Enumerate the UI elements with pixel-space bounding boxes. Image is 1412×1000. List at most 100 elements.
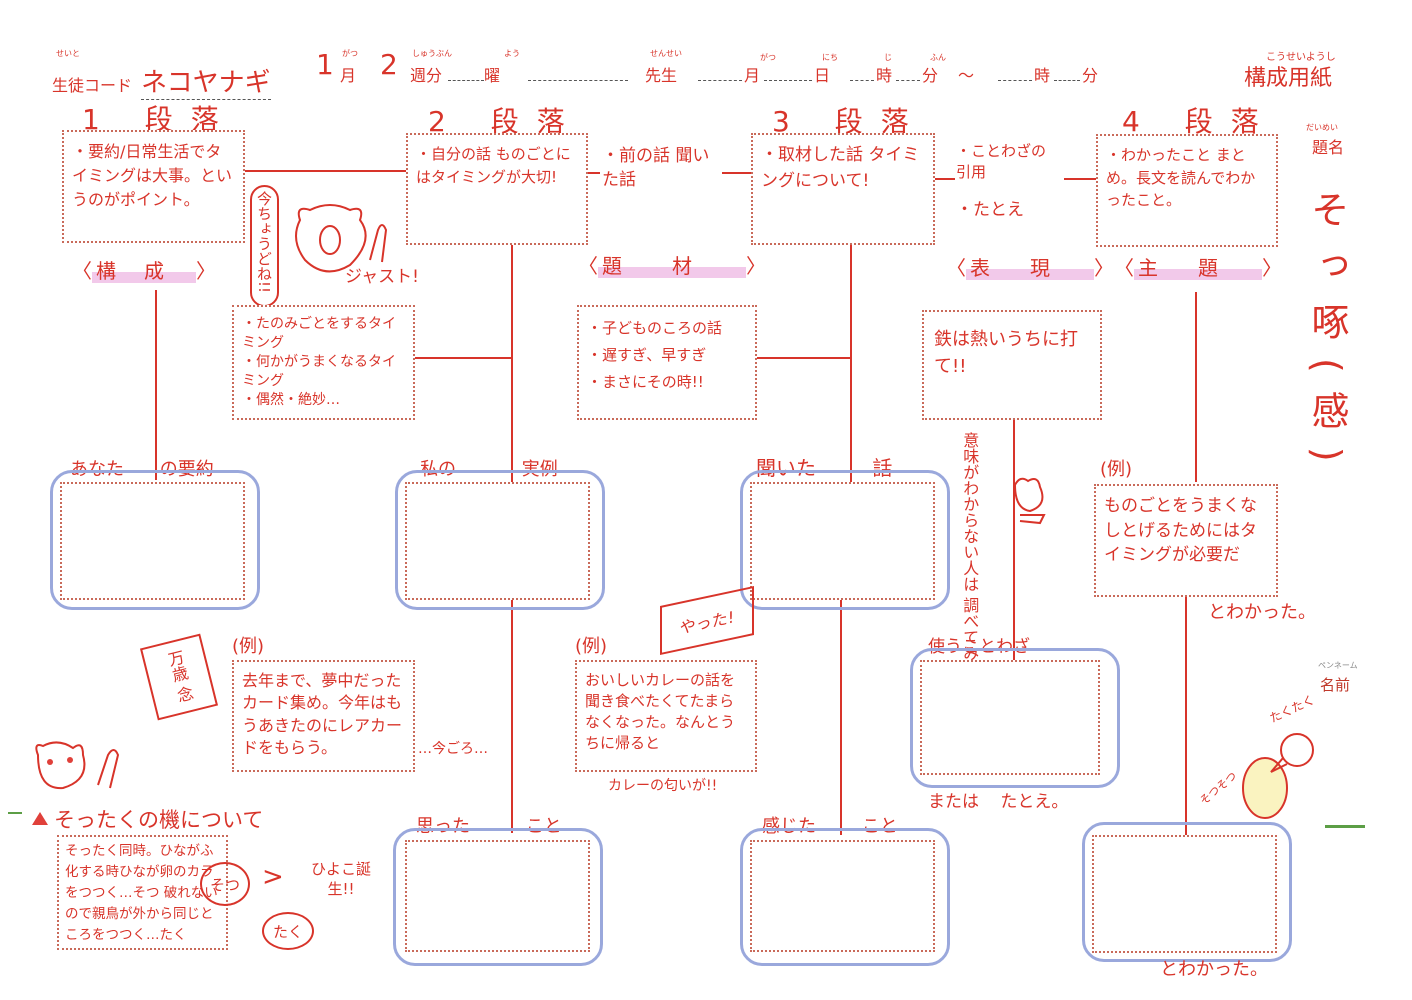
example-1-box[interactable]: 去年まで、夢中だったカード集め。今年はもうあきたのにレアカードをもらう。 bbox=[232, 660, 415, 772]
sheet-title-ruby: こうせいようし bbox=[1266, 52, 1336, 63]
minute2-label: 分 bbox=[1082, 66, 1099, 85]
middle-box-center[interactable]: ・子どものころの話 ・遅すぎ、早すぎ ・まさにその時!! bbox=[577, 305, 757, 420]
summary-input-box[interactable] bbox=[60, 482, 245, 600]
grass-icon bbox=[1325, 795, 1365, 828]
teacher-field[interactable] bbox=[528, 80, 628, 81]
felt-input-box[interactable] bbox=[750, 840, 935, 952]
conclusion-input-box[interactable] bbox=[1092, 835, 1277, 953]
section-3-box[interactable]: ・取材した話 タイミングについて! bbox=[751, 133, 935, 245]
connector-text-3-4a: ・ことわざの引用 bbox=[956, 142, 1047, 181]
sottaku-title: そったくの機について bbox=[54, 808, 264, 832]
student-code-field[interactable]: せいと 生徒コード ネコヤナギ bbox=[52, 49, 272, 100]
bear-doodle-icon bbox=[295, 204, 388, 273]
middle-left-item: ・何かがうまくなるタイミング bbox=[242, 353, 396, 389]
sotsu-circle: そつ bbox=[200, 862, 250, 906]
my-example-label: 私の 実例 bbox=[420, 459, 558, 480]
middle-box-left[interactable]: ・たのみごとをするタイミング ・何かがうまくなるタイミング ・偶然・絶妙… bbox=[232, 305, 415, 420]
day-field[interactable] bbox=[448, 80, 484, 81]
hiyoko-text: ひよこ誕生!! bbox=[310, 860, 371, 898]
category-label-4: 〈主題〉 bbox=[1114, 256, 1282, 280]
student-code-ruby: せいと bbox=[56, 49, 80, 58]
middle-center-item: ・子どものころの話 bbox=[587, 319, 723, 337]
category-text: 主題 bbox=[1134, 256, 1262, 280]
thought-input-box[interactable] bbox=[405, 840, 590, 952]
month-value: 1 bbox=[316, 48, 334, 81]
section-2-heading: 2 段落 bbox=[428, 105, 583, 138]
connector-line bbox=[722, 172, 751, 174]
penname-label: 名前 bbox=[1320, 676, 1351, 694]
minute-ruby: ふん bbox=[930, 53, 946, 62]
title-value[interactable]: そっ啄(感) bbox=[1305, 190, 1349, 480]
date-day-label: 日 bbox=[814, 66, 831, 85]
category-text: 題材 bbox=[598, 254, 746, 278]
title-ruby: だいめい bbox=[1306, 123, 1338, 132]
cloud-border bbox=[393, 828, 603, 966]
sottaku-box: そったく同時。ひながふ化する時ひなが卵のカラをつつく…そつ 破れないので親鳥が外… bbox=[57, 835, 228, 950]
minute-label: 分 bbox=[922, 66, 939, 85]
banzai-sign: 万歳 念 bbox=[139, 633, 219, 721]
cloud-border bbox=[740, 470, 950, 610]
egg-bird-icon bbox=[1242, 733, 1314, 819]
minute-field[interactable] bbox=[896, 80, 920, 81]
hour2-field[interactable] bbox=[998, 80, 1032, 81]
cloud-border bbox=[740, 828, 950, 966]
date-day-ruby: にち bbox=[822, 53, 838, 62]
middle-center-item: ・まさにその時!! bbox=[587, 373, 704, 391]
my-example-input-box[interactable] bbox=[405, 482, 590, 600]
week-ruby: しゅうぶん bbox=[412, 49, 452, 58]
middle-box-right[interactable]: 鉄は熱いうちに打て!! bbox=[922, 310, 1102, 420]
teacher-ruby: せんせい bbox=[650, 49, 682, 58]
look-up-a: 意味がわからない人は bbox=[960, 432, 980, 592]
sheet-title: 構成用紙 bbox=[1244, 66, 1333, 91]
date-day-field[interactable] bbox=[764, 80, 812, 81]
example-1-label: (例) bbox=[232, 636, 265, 657]
category-text: 表現 bbox=[966, 256, 1094, 280]
flow-line bbox=[1195, 292, 1197, 482]
minute2-field[interactable] bbox=[1054, 80, 1080, 81]
week-value: 2 bbox=[380, 48, 398, 81]
triangle-bullet-icon bbox=[32, 812, 48, 825]
tilde: ～ bbox=[958, 66, 975, 85]
month-ruby: がつ bbox=[342, 49, 358, 58]
just-text: ジャスト! bbox=[345, 267, 419, 287]
connector-line bbox=[415, 357, 511, 359]
date-month-label: 月 bbox=[744, 66, 761, 85]
student-code-label: 生徒コード bbox=[52, 76, 133, 95]
curry-smell-text: カレーの匂いが!! bbox=[608, 778, 718, 794]
grass-icon bbox=[8, 800, 22, 814]
connector-line bbox=[245, 170, 406, 172]
section-3-heading: 3 段落 bbox=[772, 105, 927, 138]
small-bear-icon bbox=[1013, 477, 1046, 525]
heard-story-input-box[interactable] bbox=[750, 482, 935, 600]
example-4-suffix: とわかった。 bbox=[1208, 602, 1316, 623]
flow-line bbox=[850, 245, 852, 482]
example-2-box[interactable]: おいしいカレーの話を聞き食べたくてたまらなくなった。なんとうちに帰ると bbox=[575, 660, 757, 772]
teacher-label: 先生 bbox=[645, 66, 678, 85]
example-4-box[interactable]: ものごとをうまくなしとげるためにはタイミングが必要だ bbox=[1094, 484, 1278, 597]
connector-text-2-3: ・前の話 聞いた話 bbox=[602, 146, 710, 190]
hour-field[interactable] bbox=[850, 80, 874, 81]
student-code-value: ネコヤナギ bbox=[141, 62, 272, 100]
connector-line bbox=[935, 178, 955, 180]
date-month-field[interactable] bbox=[698, 80, 742, 81]
section-2-box[interactable]: ・自分の話 ものごとにはタイミングが大切! bbox=[406, 133, 588, 245]
taku-circle: たく bbox=[262, 912, 314, 950]
summary-label: あなた の要約 bbox=[70, 459, 214, 480]
heard-story-label: 聞いた 話 bbox=[756, 456, 893, 480]
flow-line bbox=[1185, 597, 1187, 837]
connector-line bbox=[757, 357, 850, 359]
example-2-label: (例) bbox=[575, 636, 608, 657]
connector-line bbox=[1064, 178, 1096, 180]
proverb-suffix: または たとえ。 bbox=[928, 792, 1069, 812]
cloud-border bbox=[910, 648, 1120, 788]
day-ruby: よう bbox=[504, 49, 520, 58]
arrow-symbol: > bbox=[262, 862, 284, 892]
week-label: 週分 bbox=[410, 66, 443, 85]
section-4-box[interactable]: ・わかったこと まとめ。長文を読んでわかったこと。 bbox=[1096, 134, 1278, 247]
proverb-label: 使うことわざ bbox=[928, 637, 1030, 657]
proverb-input-box[interactable] bbox=[920, 660, 1100, 775]
cloud-border bbox=[1082, 822, 1292, 962]
section-1-box[interactable]: ・要約/日常生活でタイミングは大事。というのがポイント。 bbox=[62, 130, 245, 243]
felt-label: 感じた こと bbox=[762, 816, 898, 837]
